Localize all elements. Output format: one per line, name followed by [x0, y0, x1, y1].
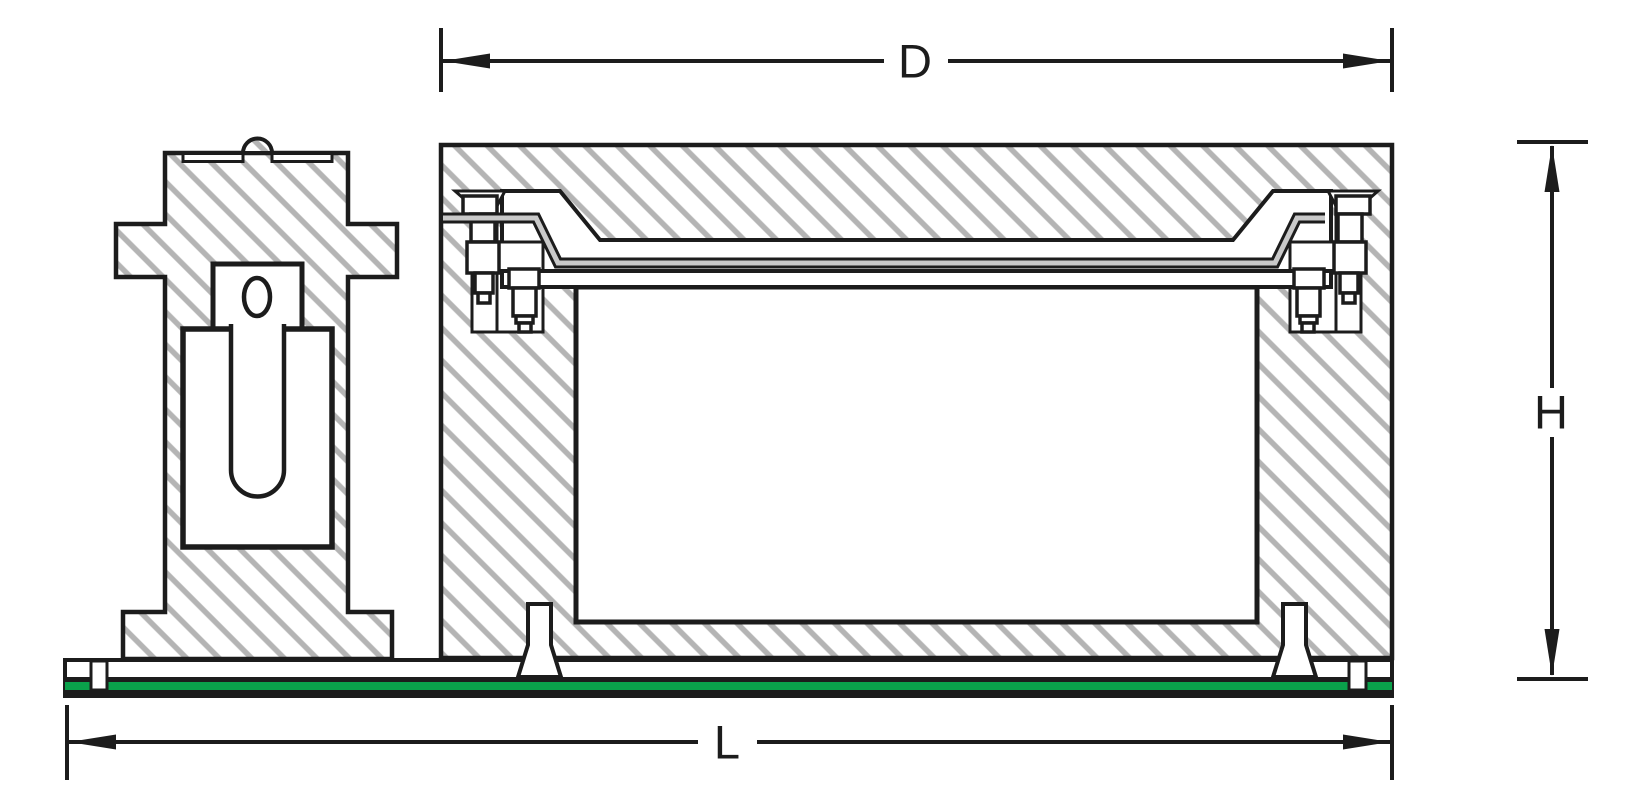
dim-h-arrow-top: [1544, 145, 1560, 192]
vessel: [438, 142, 1395, 679]
bolt-tip: [476, 291, 492, 305]
bolt-shaft: [511, 286, 538, 318]
base-plate-left-slot: [89, 659, 109, 692]
bolt-head: [461, 194, 499, 216]
liner-core: [443, 215, 1325, 266]
right-leveling-foot: [1270, 602, 1319, 679]
dim-l-arrow-right: [1343, 734, 1390, 750]
dim-d-label: D: [898, 35, 932, 88]
liner-sheet: [443, 212, 1325, 269]
column-top-left-slot: [181, 152, 245, 163]
dim-h-arrow-bottom: [1544, 629, 1560, 676]
bolt-head: [1292, 267, 1326, 290]
column-top-dome: [240, 136, 275, 155]
column-slot-pocket: [180, 326, 335, 550]
dim-d-arrow-left: [443, 53, 490, 69]
support-column: [113, 136, 400, 662]
bolt-shaft: [1295, 286, 1322, 318]
bolt-collar: [465, 240, 501, 275]
dim-l-label: L: [714, 716, 740, 769]
base-plate: [63, 658, 1394, 698]
dim-h-label: H: [1534, 386, 1568, 439]
base-plate-right-slot: [1347, 659, 1368, 692]
dimension-h: H: [1517, 140, 1588, 681]
left-hanger-bolt: [507, 267, 541, 334]
flange-support-bar: [500, 269, 1333, 289]
vessel-chamber-interior: [573, 284, 1260, 625]
bolt-lower-shaft: [1338, 271, 1360, 295]
column-slot-opening: [232, 325, 283, 334]
bolt-collar: [1332, 240, 1368, 275]
bolt-tip: [1341, 291, 1357, 305]
base-plate-divider-line: [65, 677, 1392, 682]
column-oval-hole: [241, 275, 273, 319]
bolt-tip: [1300, 321, 1316, 334]
dim-l-arrow-left: [69, 734, 116, 750]
column-u-slot: [228, 324, 287, 499]
base-plate-bottom-band: [65, 690, 1392, 696]
bolt-shaft: [1336, 212, 1364, 244]
dimension-l: L: [65, 705, 1394, 780]
dim-d-arrow-right: [1343, 53, 1390, 69]
dimension-d: D: [439, 28, 1394, 92]
bolt-head: [507, 267, 541, 290]
base-plate-green-layer: [65, 682, 1392, 690]
right-clamp-bolt: [1332, 194, 1372, 305]
bolt-head: [1334, 194, 1372, 216]
right-hanger-bolt: [1292, 267, 1326, 334]
bolt-lower-shaft: [473, 271, 495, 295]
column-top-right-slot: [270, 152, 334, 163]
bolt-tip: [517, 321, 533, 334]
left-leveling-foot: [515, 602, 564, 679]
